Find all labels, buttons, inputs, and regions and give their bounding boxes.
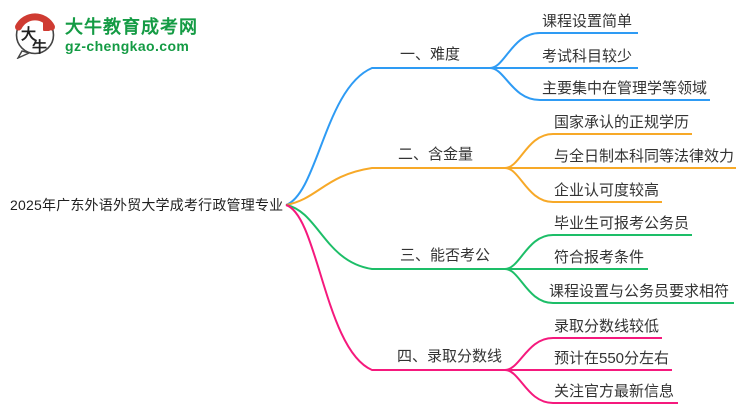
- site-logo: 大 牛 大牛教育成考网 gz-chengkao.com: [12, 9, 198, 59]
- leaf-score-1: 录取分数线较低: [554, 318, 660, 335]
- branch-civil-service-leaf-3-line: [504, 268, 734, 304]
- leaf-score-2: 预计在550分左右: [554, 350, 670, 367]
- logo-char-bottom: 牛: [32, 38, 47, 56]
- leaf-value-2: 与全日制本科同等法律效力: [554, 148, 735, 165]
- daniu-logo-icon: 大 牛: [15, 13, 55, 59]
- root-topic: 2025年广东外语外贸大学成考行政管理专业: [10, 197, 284, 213]
- site-name: 大牛教育成考网: [65, 17, 198, 37]
- branch-value-leaf-3-line: [504, 167, 662, 203]
- branch-difficulty-curve: [285, 67, 490, 206]
- branch-value-leaf-1-line: [504, 133, 692, 169]
- branch-label-civil-service: 三、能否考公: [400, 247, 491, 264]
- site-url: gz-chengkao.com: [65, 37, 190, 54]
- leaf-value-3: 企业认可度较高: [554, 182, 660, 199]
- logo-bubble-tail: [16, 50, 32, 59]
- leaf-difficulty-3: 主要集中在管理学等领域: [542, 80, 708, 97]
- logo-red-seal: [43, 22, 50, 31]
- logo-char-top: 大: [21, 25, 36, 43]
- branch-score-curve: [285, 204, 505, 371]
- leaf-civil-service-2: 符合报考条件: [554, 249, 645, 266]
- leaf-score-3: 关注官方最新信息: [554, 383, 675, 400]
- leaf-civil-service-1: 毕业生可报考公务员: [554, 215, 690, 232]
- leaf-difficulty-2: 考试科目较少: [542, 48, 633, 65]
- branch-value-curve: [285, 167, 505, 206]
- logo-text-block: 大牛教育成考网 gz-chengkao.com: [65, 9, 198, 55]
- branch-difficulty-leaf-1-line: [489, 32, 638, 69]
- branch-score-leaf-1-line: [504, 337, 662, 371]
- branch-civil-service-curve: [285, 204, 505, 270]
- branch-label-score: 四、录取分数线: [397, 348, 503, 365]
- branch-label-difficulty: 一、难度: [400, 46, 461, 63]
- branch-civil-service-leaf-1-line: [504, 234, 692, 270]
- branch-score-leaf-3-line: [504, 369, 678, 404]
- branch-difficulty-leaf-3-line: [489, 67, 710, 101]
- leaf-value-1: 国家承认的正规学历: [554, 114, 690, 131]
- leaf-difficulty-1: 课程设置简单: [542, 13, 633, 30]
- branch-label-value: 二、含金量: [398, 146, 474, 163]
- leaf-civil-service-3: 课程设置与公务员要求相符: [549, 283, 730, 300]
